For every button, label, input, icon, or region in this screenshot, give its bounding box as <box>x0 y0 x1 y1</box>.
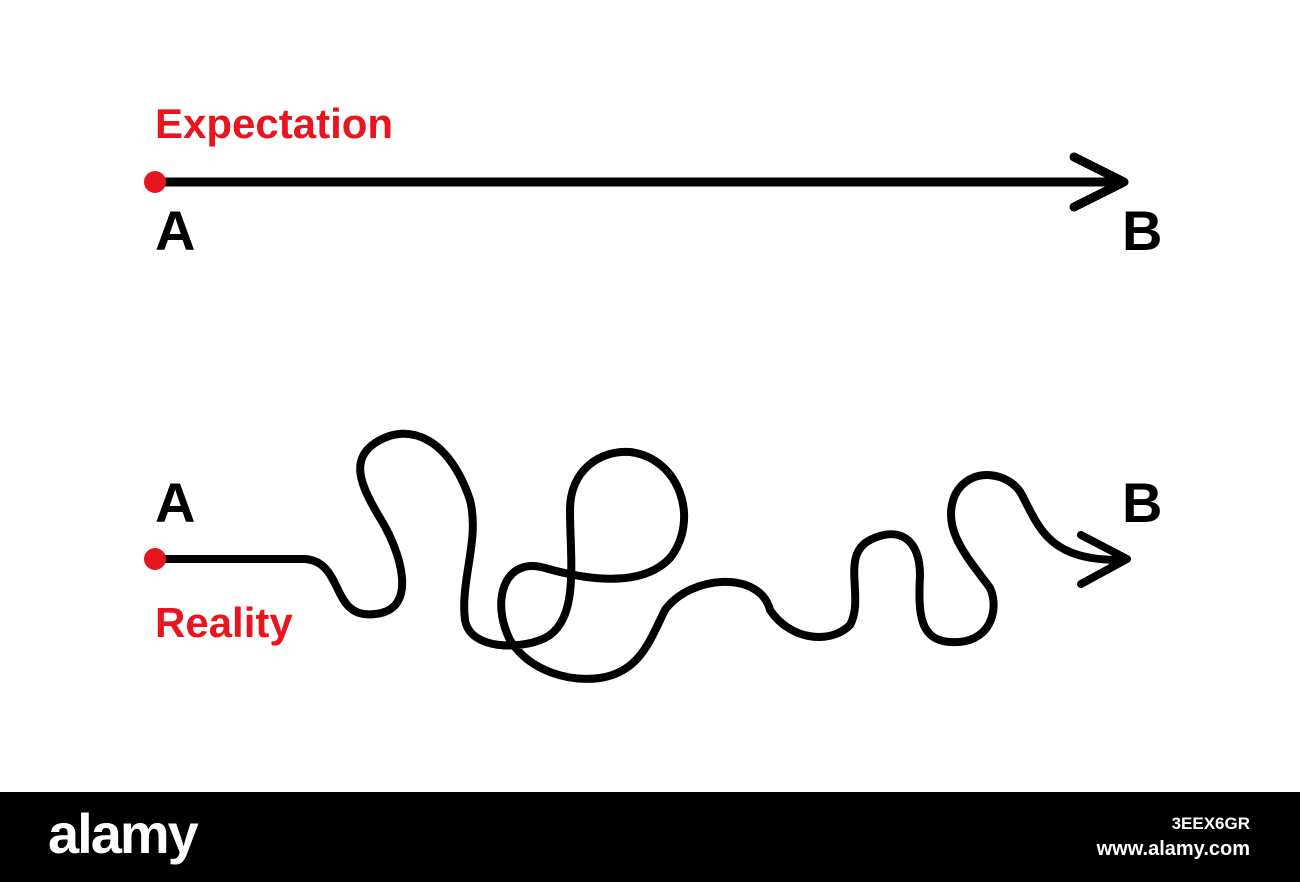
reality-arrowhead <box>1077 531 1131 588</box>
reality-start-point-label: A <box>155 471 196 534</box>
expectation-arrowhead <box>1069 152 1129 212</box>
expectation-label: Expectation <box>155 100 394 147</box>
watermark-footer: alamy 3EEX6GR www.alamy.com <box>0 792 1300 882</box>
reality-path <box>151 429 1124 683</box>
reality-start-dot <box>144 548 166 570</box>
reality-label: Reality <box>155 599 293 646</box>
expectation-end-point-label: B <box>1122 199 1163 262</box>
diagram-canvas <box>144 152 1131 683</box>
site-url: www.alamy.com <box>1096 838 1250 860</box>
reality-end-point-label: B <box>1122 471 1163 534</box>
expectation-start-dot <box>144 171 166 193</box>
image-id: 3EEX6GR <box>1171 814 1250 833</box>
brand-logo: alamy <box>48 802 199 865</box>
expectation-start-point-label: A <box>155 199 196 262</box>
